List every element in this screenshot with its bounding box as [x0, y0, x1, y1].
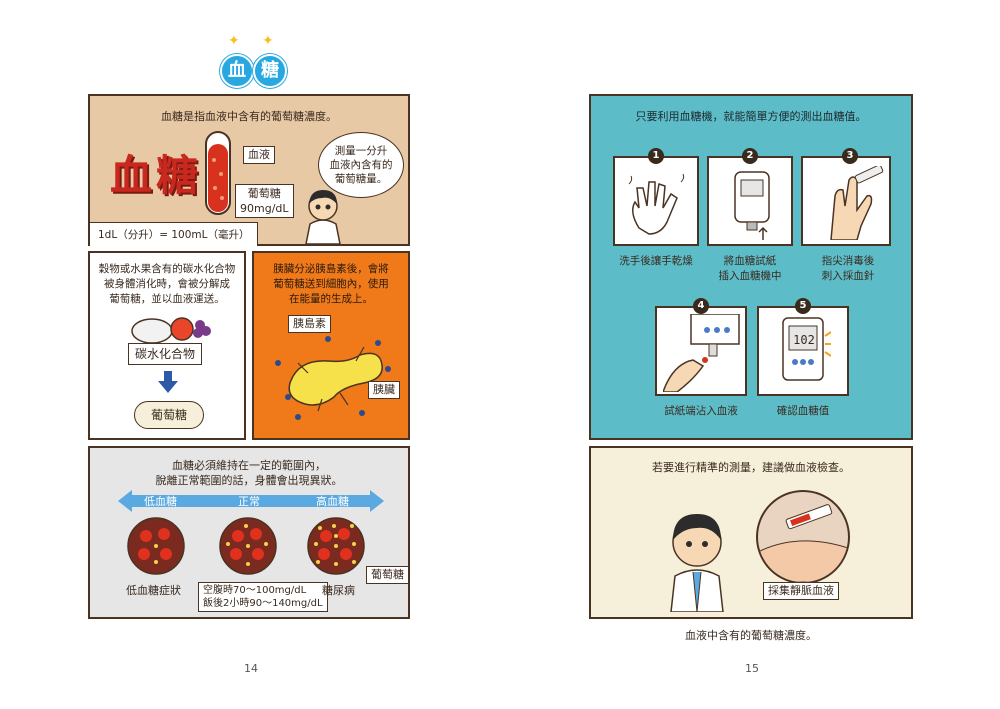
strip-blood-icon — [663, 314, 740, 392]
speech-line: 測量一分升 — [334, 145, 388, 157]
footer-caption: 血液中含有的葡萄糖濃度。 — [685, 629, 817, 642]
range-arrow — [118, 490, 384, 512]
step-3-image — [801, 156, 891, 246]
step-2-number: 2 — [742, 148, 758, 164]
text-line: 被身體消化時，會被分解成 — [104, 278, 230, 290]
blood-vessel-low-icon — [127, 517, 185, 575]
step-2-label: 將血糖試紙 插入血糖機中 — [695, 254, 805, 284]
page-number: 15 — [745, 662, 759, 675]
vein-sample-circle — [756, 490, 850, 584]
label-pancreas: 胰臟 — [368, 381, 400, 399]
label-line: 指尖消毒後 — [821, 255, 875, 267]
range-label-normal: 正常 — [238, 495, 260, 508]
label-glucose-value: 90mg/dL — [240, 202, 289, 215]
text-line: 血糖必須維持在一定的範圍內， — [172, 459, 326, 472]
label-blood: 血液 — [243, 146, 275, 164]
step-5-number: 5 — [795, 298, 811, 314]
doctor-icon — [670, 514, 724, 612]
normal-range-after-meal: 飯後2小時90～140mg/dL — [203, 598, 323, 609]
panel-caption: 只要利用血糖機，就能簡單方便的測出血糖值。 — [635, 110, 867, 123]
label-line: 插入血糖機中 — [718, 270, 782, 282]
text-line: 葡萄糖，並以血液運送。 — [109, 293, 225, 305]
label-glucose: 葡萄糖 — [366, 566, 409, 584]
doctor-icon — [305, 190, 341, 244]
panel-text: 穀物或水果含有的碳水化合物 被身體消化時，會被分解成 葡萄糖，並以血液運送。 — [90, 262, 244, 307]
speech-bubble: 測量一分升 血液內含有的 葡萄糖量。 — [318, 132, 404, 198]
label-vein-sample: 採集靜脈血液 — [763, 582, 839, 600]
step-5-image: 102 — [757, 306, 849, 396]
sparkle-icon: ✦ — [262, 33, 274, 49]
range-label-high: 高血糖 — [316, 495, 349, 508]
page-number: 14 — [244, 662, 258, 675]
text-line: 脫離正常範圍的話，身體會出現異狀。 — [155, 474, 343, 487]
sparkle-icon: ✦ — [228, 33, 240, 49]
label-line: 將血糖試紙 — [723, 255, 777, 267]
label-carbohydrates: 碳水化合物 — [128, 343, 203, 365]
finger-lancet-icon — [830, 166, 884, 240]
step-4-label: 試紙端沾入血液 — [664, 405, 738, 417]
speech-line: 血液內含有的 — [329, 159, 393, 171]
food-icon — [131, 317, 211, 344]
panel-caption: 血糖是指血液中含有的葡萄糖濃度。 — [161, 110, 337, 123]
hands-icon — [628, 173, 685, 235]
step-3-number: 3 — [842, 148, 858, 164]
step-1-image — [613, 156, 699, 246]
panel-glucose-meter-steps: 只要利用血糖機，就能簡單方便的測出血糖值。 1 洗手後讓手乾燥 2 將血糖試紙 … — [589, 94, 913, 440]
panel-blood-sugar-definition: 血糖是指血液中含有的葡萄糖濃度。 血糖 血液 葡萄糖 90mg/dL 測量一分升… — [88, 94, 410, 246]
meter-reading-icon — [782, 317, 831, 381]
unit-note: 1dL（分升）= 100mL（毫升） — [90, 222, 259, 246]
panel-text: 胰臟分泌胰島素後，會將 葡萄糖送到細胞內，使用 在能量的生成上。 — [254, 262, 408, 307]
panel-blood-sugar-range: 血糖必須維持在一定的範圍內， 脫離正常範圍的話，身體會出現異狀。 低血糖 正常 … — [88, 446, 410, 619]
panel-carbohydrates: 穀物或水果含有的碳水化合物 被身體消化時，會被分解成 葡萄糖，並以血液運送。 碳… — [88, 251, 246, 440]
normal-range-fasting: 空腹時70～100mg/dL — [203, 585, 307, 596]
label-hypoglycemia: 低血糖症狀 — [126, 584, 181, 597]
blood-vessel-normal-icon — [219, 517, 277, 575]
text-line: 葡萄糖送到細胞內，使用 — [273, 278, 389, 290]
range-label-low: 低血糖 — [144, 495, 177, 508]
step-1-label: 洗手後讓手乾燥 — [619, 255, 693, 267]
title-char-1: 血 — [220, 54, 254, 88]
label-glucose-oval: 葡萄糖 — [134, 401, 204, 429]
text-line: 在能量的生成上。 — [289, 293, 373, 305]
glucose-meter-icon — [734, 171, 770, 240]
panel-caption: 若要進行精準的測量，建議做血液檢查。 — [652, 461, 850, 474]
label-insulin: 胰島素 — [288, 315, 331, 333]
title-char-2: 糖 — [253, 54, 287, 88]
arrow-down-icon — [158, 371, 178, 393]
test-tube-icon — [205, 131, 231, 215]
meter-value: 102 — [793, 333, 815, 347]
blood-vessel-high-icon — [307, 517, 365, 575]
panel-blood-test: 若要進行精準的測量，建議做血液檢查。 採集靜脈血液 — [589, 446, 913, 619]
big-word-blood-sugar: 血糖 — [110, 151, 203, 200]
step-3-label: 指尖消毒後 刺入採血針 — [793, 254, 903, 284]
step-4-image — [655, 306, 747, 396]
step-1-number: 1 — [648, 148, 664, 164]
panel-insulin: 胰臟分泌胰島素後，會將 葡萄糖送到細胞內，使用 在能量的生成上。 胰島素 胰臟 — [252, 251, 410, 440]
step-2-image — [707, 156, 793, 246]
syringe-icon — [758, 504, 848, 582]
label-line: 刺入採血針 — [821, 270, 875, 282]
step-4-number: 4 — [693, 298, 709, 314]
text-line: 穀物或水果含有的碳水化合物 — [98, 263, 236, 275]
pancreas-icon — [275, 336, 391, 420]
speech-line: 葡萄糖量。 — [334, 173, 388, 185]
text-line: 胰臟分泌胰島素後，會將 — [273, 263, 389, 275]
step-5-label: 確認血糖值 — [776, 405, 830, 417]
normal-range-values: 空腹時70～100mg/dL 飯後2小時90～140mg/dL — [198, 582, 328, 612]
label-glucose-text: 葡萄糖 — [247, 187, 281, 200]
label-diabetes: 糖尿病 — [322, 584, 355, 597]
panel-text: 血糖必須維持在一定的範圍內， 脫離正常範圍的話，身體會出現異狀。 — [90, 458, 408, 488]
label-glucose: 葡萄糖 90mg/dL — [235, 184, 294, 218]
